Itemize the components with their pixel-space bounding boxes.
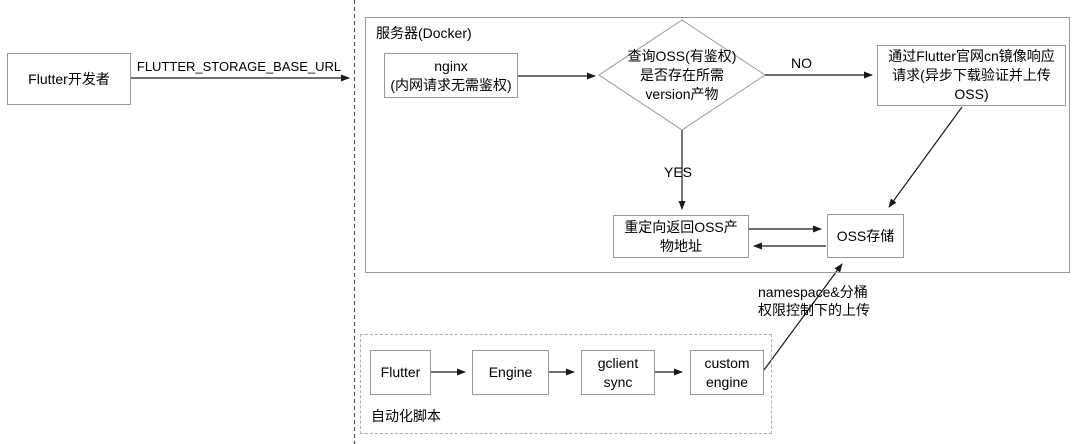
edge-label-no: NO <box>791 55 812 71</box>
node-redirect-oss-url: 重定向返回OSS产 物地址 <box>613 215 749 258</box>
edge-label-namespace-upload: namespace&分桶 权限控制下的上传 <box>758 284 870 318</box>
node-oss-storage-label: OSS存储 <box>836 227 895 244</box>
node-nginx-subtitle: (内网请求无需鉴权) <box>390 76 512 93</box>
node-flutter: Flutter <box>370 350 431 395</box>
node-nginx-title: nginx <box>434 57 468 74</box>
node-nginx: nginx (内网请求无需鉴权) <box>384 53 518 98</box>
edge-label-yes: YES <box>664 164 693 180</box>
server-docker-group-label: 服务器(Docker) <box>376 25 472 41</box>
node-flutter-developer-label: Flutter开发者 <box>28 70 110 87</box>
node-engine: Engine <box>472 350 549 395</box>
node-cn-mirror-response: 通过Flutter官网cn镜像响应 请求(异步下载验证并上传 OSS) <box>877 45 1066 106</box>
edge-mirror-to-oss <box>888 106 963 208</box>
edge-label-storage-base-url: FLUTTER_STORAGE_BASE_URL <box>136 59 342 74</box>
node-gclient-sync: gclient sync <box>581 350 655 395</box>
server-docker-group <box>365 17 1070 273</box>
edge-custom-engine-to-oss <box>763 263 843 371</box>
node-oss-storage: OSS存储 <box>827 214 904 258</box>
node-custom-engine: custom engine <box>690 350 764 395</box>
node-decision-text: 查询OSS(有鉴权) 是否存在所需 version产物 <box>627 48 737 102</box>
automation-script-group-label: 自动化脚本 <box>371 408 441 424</box>
automation-script-group <box>360 334 772 434</box>
node-flutter-developer: Flutter开发者 <box>7 53 131 105</box>
